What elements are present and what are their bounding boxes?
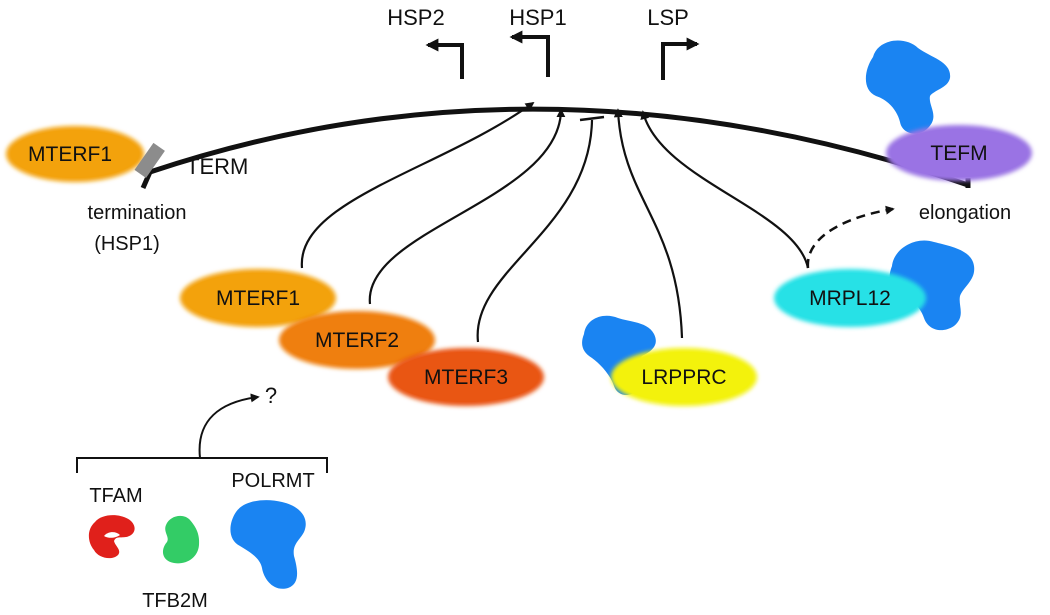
tefm-label: TEFM (930, 142, 987, 165)
core-bracket (76, 457, 328, 473)
termination-mterf1: MTERF1 (6, 126, 144, 182)
hsp1-label: HSP1 (509, 5, 566, 30)
arrow-mterf1-to-promoter (300, 101, 535, 269)
mterf3: MTERF3 (388, 348, 544, 406)
tfb2m-icon (162, 515, 200, 564)
mterf2: MTERF2 (279, 311, 435, 369)
question-mark: ? (265, 383, 277, 408)
lrpprc: LRPPRC (611, 348, 757, 406)
mtdna-arc (149, 106, 969, 188)
termination-mterf1-label: MTERF1 (28, 143, 112, 166)
arrow-lrpprc-to-promoter (613, 108, 684, 339)
tefm: TEFM (886, 125, 1032, 181)
inhibit-mterf3-on-promoter (476, 119, 594, 343)
promoter-hsp1: HSP1 (509, 5, 567, 77)
polrmt-shape-tefm (865, 40, 951, 134)
hsp2-label: HSP2 (387, 5, 444, 30)
tfam-notch (104, 532, 120, 538)
arrow-core-to-question (198, 393, 260, 459)
polrmt-label: POLRMT (231, 470, 314, 492)
promoter-hsp2: HSP2 (387, 5, 464, 79)
term-site-box (134, 142, 165, 178)
mterf2-label: MTERF2 (315, 329, 399, 352)
promoter-lsp: LSP (647, 5, 700, 80)
mrpl12: MRPL12 (774, 269, 926, 327)
mterf1: MTERF1 (180, 269, 336, 327)
elongation-caption: elongation (919, 202, 1011, 224)
termination-caption: termination (88, 202, 187, 224)
arc-left-tail (140, 170, 153, 190)
lsp-label: LSP (647, 5, 689, 30)
polrmt-icon (230, 500, 306, 589)
term-site-label: TERM (186, 154, 248, 179)
arrow-mterf2-to-promoter (368, 108, 566, 305)
mrpl12-label: MRPL12 (809, 287, 891, 310)
arrow-mrpl12-to-elongation (806, 205, 895, 269)
mterf3-label: MTERF3 (424, 366, 508, 389)
arrow-mrpl12-to-promoter (640, 110, 810, 269)
mterf1-label: MTERF1 (216, 287, 300, 310)
inhibit-bar (579, 115, 605, 122)
polrmt-shape-mrpl12 (889, 240, 975, 331)
termination-caption-hsp1: (HSP1) (94, 233, 160, 255)
lrpprc-label: LRPPRC (641, 366, 726, 389)
tfb2m-label: TFB2M (142, 590, 208, 612)
tfam-label: TFAM (89, 485, 142, 507)
